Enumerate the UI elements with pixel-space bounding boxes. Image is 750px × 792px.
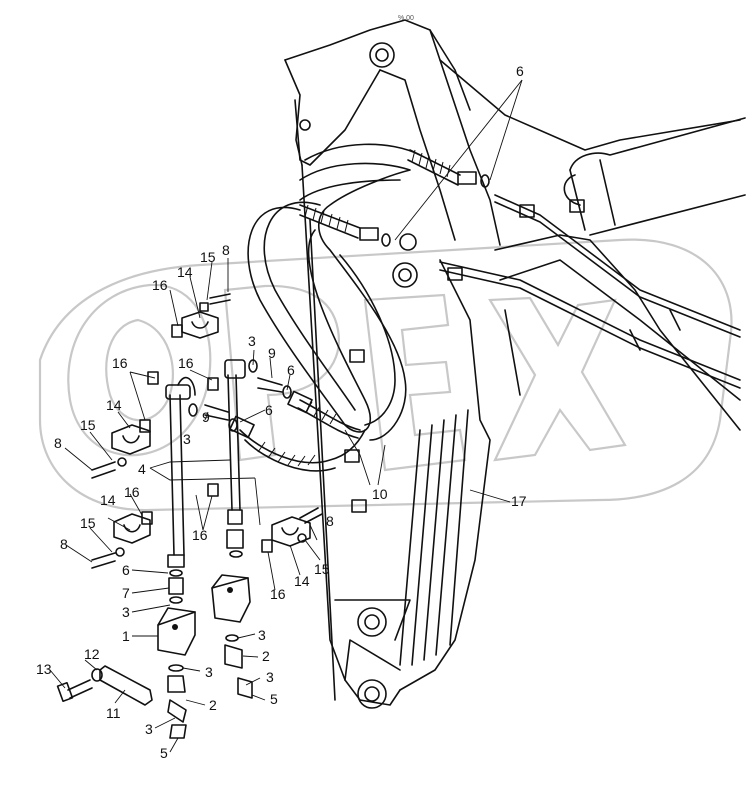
callout-3: 3 — [258, 627, 266, 643]
callout-17: 17 — [511, 493, 527, 509]
callout-3: 3 — [145, 721, 153, 737]
callout-2: 2 — [262, 648, 270, 664]
callout-2: 2 — [209, 697, 217, 713]
callout-14: 14 — [100, 492, 116, 508]
callout-12: 12 — [84, 646, 100, 662]
callout-16: 16 — [270, 586, 286, 602]
callout-15: 15 — [80, 417, 96, 433]
callout-9: 9 — [202, 409, 210, 425]
callout-7: 7 — [122, 585, 130, 601]
hose-loops — [229, 143, 490, 472]
callout-15: 15 — [314, 561, 330, 577]
callout-6: 6 — [265, 402, 273, 418]
callout-3: 3 — [266, 669, 274, 685]
callout-6: 6 — [122, 562, 130, 578]
callout-14: 14 — [106, 397, 122, 413]
callout-13: 13 — [36, 661, 52, 677]
callout-15: 15 — [80, 515, 96, 531]
callout-16: 16 — [124, 484, 140, 500]
callout-6: 6 — [287, 362, 295, 378]
callout-5: 5 — [160, 745, 168, 761]
leader-lines — [49, 79, 523, 753]
callout-9: 9 — [268, 345, 276, 361]
callout-3: 3 — [183, 431, 191, 447]
callout-4: 4 — [138, 461, 146, 477]
callout-3: 3 — [248, 333, 256, 349]
left-fittings — [56, 293, 323, 739]
corner-stamp: %.00 — [398, 15, 414, 22]
watermark-outline — [38, 238, 733, 512]
callout-6: 6 — [516, 63, 524, 79]
callout-8: 8 — [60, 536, 68, 552]
callout-14: 14 — [177, 264, 193, 280]
callout-16: 16 — [152, 277, 168, 293]
callout-10: 10 — [372, 486, 388, 502]
callout-15: 15 — [200, 249, 216, 265]
callout-5: 5 — [270, 691, 278, 707]
callout-8: 8 — [54, 435, 62, 451]
callout-16: 16 — [112, 355, 128, 371]
callout-8: 8 — [326, 513, 334, 529]
callout-3: 3 — [205, 664, 213, 680]
boom-arm — [301, 164, 491, 709]
callout-14: 14 — [294, 573, 310, 589]
callout-11: 11 — [106, 705, 121, 721]
steel-pipes — [439, 194, 741, 389]
callout-8: 8 — [222, 242, 230, 258]
callout-3: 3 — [122, 604, 130, 620]
callout-16: 16 — [192, 527, 208, 543]
callout-1: 1 — [122, 628, 130, 644]
callout-16: 16 — [178, 355, 194, 371]
